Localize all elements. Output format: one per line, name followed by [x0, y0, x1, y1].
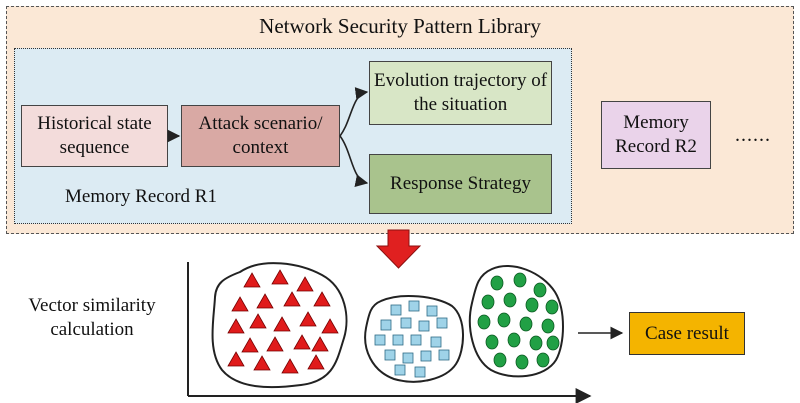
circle-icon — [541, 318, 555, 334]
triangle-icon — [227, 351, 245, 367]
down-arrow-icon — [375, 229, 422, 269]
square-markers — [374, 300, 450, 378]
square-icon — [426, 305, 438, 317]
response-strategy-box: Response Strategy — [369, 154, 552, 214]
vector-similarity-label: Vector similarity calculation — [28, 295, 156, 340]
triangle-icon — [253, 355, 271, 371]
square-icon — [420, 350, 432, 362]
memory-record-r1-label: Memory Record R1 — [65, 186, 217, 207]
circle-icon — [515, 354, 529, 370]
triangle-icon — [299, 311, 317, 327]
triangle-markers — [227, 269, 339, 374]
circle-icon — [546, 335, 560, 351]
triangle-icon — [273, 316, 291, 332]
circle-icon — [490, 275, 504, 291]
triangle-icon — [241, 337, 259, 353]
square-icon — [400, 317, 412, 329]
square-icon — [392, 334, 404, 346]
triangle-icon — [296, 276, 314, 292]
triangle-icon — [293, 334, 311, 350]
memory-record-r2-box: Memory Record R2 — [601, 101, 711, 169]
square-icon — [430, 336, 442, 348]
triangle-icon — [227, 318, 245, 334]
triangle-icon — [307, 354, 325, 370]
circle-icon — [507, 332, 521, 348]
circle-icon — [533, 282, 547, 298]
circle-markers — [477, 272, 560, 370]
square-icon — [384, 349, 396, 361]
square-icon — [410, 334, 422, 346]
circle-icon — [493, 352, 507, 368]
circle-icon — [513, 272, 527, 288]
square-icon — [438, 349, 450, 361]
square-icon — [380, 319, 392, 331]
square-icon — [408, 300, 420, 312]
triangle-icon — [281, 358, 299, 374]
circle-icon — [536, 352, 550, 368]
evolution-trajectory-box: Evolution trajectory of the situation — [369, 61, 552, 125]
triangle-icon — [321, 318, 339, 334]
square-icon — [374, 334, 386, 346]
triangle-icon — [249, 313, 267, 329]
square-icon — [436, 317, 448, 329]
triangle-icon — [313, 291, 331, 307]
arrow-attack-to-response — [339, 135, 369, 187]
square-icon — [402, 352, 414, 364]
triangle-icon — [266, 336, 284, 352]
historical-state-box: Historical state sequence — [21, 105, 168, 167]
square-icon — [414, 366, 426, 378]
circle-icon — [525, 297, 539, 313]
square-icon — [390, 304, 402, 316]
triangle-icon — [311, 336, 329, 352]
arrow-attack-to-evolution — [339, 87, 369, 137]
circle-icon — [529, 335, 543, 351]
triangle-icon — [243, 272, 261, 288]
library-title: Network Security Pattern Library — [259, 14, 541, 38]
circle-icon — [477, 314, 491, 330]
circle-icon — [519, 316, 533, 332]
triangle-icon — [283, 291, 301, 307]
circle-icon — [545, 299, 559, 315]
triangle-icon — [231, 296, 249, 312]
circle-icon — [485, 334, 499, 350]
attack-scenario-box: Attack scenario/ context — [181, 105, 340, 167]
case-result-box: Case result — [629, 312, 745, 355]
square-icon — [394, 364, 406, 376]
triangle-icon — [256, 293, 274, 309]
circle-icon — [481, 294, 495, 310]
circle-icon — [503, 292, 517, 308]
triangle-icon — [271, 269, 289, 285]
more-records-ellipsis: ...... — [735, 124, 771, 146]
square-icon — [418, 320, 430, 332]
circle-icon — [497, 312, 511, 328]
